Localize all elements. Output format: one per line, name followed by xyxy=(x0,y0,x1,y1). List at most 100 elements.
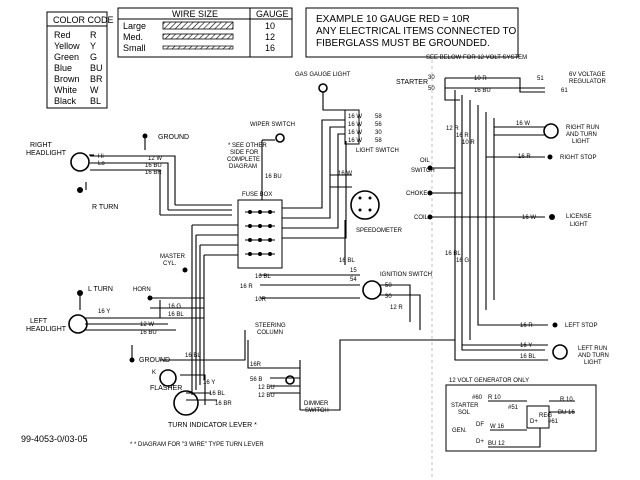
choke-symbol xyxy=(427,190,433,196)
oil-switch-symbol xyxy=(427,165,433,171)
wire-16r-ls: 16 R xyxy=(520,323,533,329)
gauge-large: 10 xyxy=(265,21,275,31)
master-cyl-label-2: CYL. xyxy=(163,261,177,267)
see-other-side-4: DIAGRAM xyxy=(229,164,257,170)
wire-16bl-lr: 16 BL xyxy=(520,354,536,360)
gas-gauge-light-label: GAS GAUGE LIGHT xyxy=(295,72,351,78)
wire-16g-horn: 16 G xyxy=(168,304,181,310)
part-number: 99-4053-0/03-05 xyxy=(21,434,88,444)
ls-terminal-3: 16 W xyxy=(348,130,362,136)
ls-terminal-2: 16 W xyxy=(348,122,362,128)
ground-top-label: GROUND xyxy=(158,134,189,141)
example-line-2: ANY ELECTRICAL ITEMS CONNECTED TO xyxy=(316,26,516,37)
wire-10r-vert: 10 R xyxy=(462,140,475,146)
right-run-turn-label-3: LIGHT xyxy=(572,139,590,145)
tv-r10-b: R 10 xyxy=(560,397,573,403)
ign-pin-15: 15 xyxy=(350,268,357,274)
wire-16r-vert: 16 R xyxy=(456,133,469,139)
wire-16y-lr: 16 Y xyxy=(520,343,532,349)
see-other-side-1: * SEE OTHER xyxy=(228,143,267,149)
tv-bu16: BU 16 xyxy=(558,410,575,416)
color-code-table: COLOR CODE Red R Yellow Y Green G Blue B… xyxy=(46,11,114,109)
right-headlight-label-2: HEADLIGHT xyxy=(26,150,67,157)
gas-gauge-light-symbol xyxy=(318,83,328,93)
steering-column-label-1: STEERING xyxy=(255,323,286,329)
choke-label: CHOKE xyxy=(406,191,427,197)
r-turn-label: R TURN xyxy=(92,204,118,211)
footer-note: * * DIAGRAM FOR "3 WIRE" TYPE TURN LEVER xyxy=(130,442,264,448)
color-name-white: White xyxy=(54,85,77,95)
dimmer-switch-symbol xyxy=(285,375,295,385)
left-run-turn-symbol xyxy=(552,344,568,360)
master-cyl-symbol xyxy=(182,267,188,273)
wire-10r-top: 10 R xyxy=(474,76,487,82)
tv-reg: REG xyxy=(539,413,552,419)
see-other-side-3: COMPLETE xyxy=(227,157,260,163)
tv-dplus: D+ xyxy=(476,439,484,445)
tv-w16: W 16 xyxy=(490,424,505,430)
oil-switch-label-1: OIL xyxy=(420,158,430,164)
wire-16y-flash: 16 Y xyxy=(203,380,215,386)
example-line-1: EXAMPLE 10 GAUGE RED = 10R xyxy=(316,14,470,25)
color-code-brown: BR xyxy=(90,74,103,84)
wire-harness xyxy=(79,77,548,411)
wire-16bl-vert: 16 BL xyxy=(445,251,461,257)
right-run-turn-label-1: RIGHT RUN xyxy=(566,125,599,131)
license-light-label-1: LICENSE xyxy=(566,214,592,220)
ground-bottom-symbol xyxy=(129,357,135,363)
see-below-label: SEE BELOW FOR 12 VOLT SYSTEM xyxy=(426,55,527,61)
wire-12r-vert: 12 R xyxy=(446,126,459,132)
coil-label: COIL xyxy=(414,215,429,221)
color-code-red: R xyxy=(90,30,97,40)
tv-61: #61 xyxy=(548,419,559,425)
reg-pin-61: 61 xyxy=(561,88,568,94)
see-other-side-2: SIDE FOR xyxy=(230,150,259,156)
wire-size-title: WIRE SIZE xyxy=(172,9,218,19)
twelve-volt-title: 12 VOLT GENERATOR ONLY xyxy=(449,378,529,384)
tv-51: #51 xyxy=(508,405,519,411)
gauge-title: GAUGE xyxy=(256,9,289,19)
horn-symbol xyxy=(147,295,153,301)
light-switch-label: LIGHT SWITCH xyxy=(356,148,399,154)
tv-starter: STARTER xyxy=(451,403,479,409)
flasher-label: FLASHER xyxy=(150,385,182,392)
speedometer-label: SPEEDOMETER xyxy=(356,228,403,234)
ignition-switch-label: IGNITION SWITCH xyxy=(380,272,432,278)
lo-label: Lo xyxy=(98,161,105,167)
ls-pin-4: 58 xyxy=(375,138,382,144)
wire-16g-vert: 16 G xyxy=(456,258,469,264)
tv-df: DF xyxy=(476,422,484,428)
wire-12w-left: 12 W xyxy=(140,322,154,328)
ign-pin-30: 30 xyxy=(385,294,392,300)
flasher-symbol xyxy=(159,369,177,387)
wire-16w-spd: 16 W xyxy=(338,171,352,177)
wire-16bl-horn: 16 BL xyxy=(168,312,184,318)
turn-indicator-lever-symbol xyxy=(173,390,199,416)
wire-16br: 16 BR xyxy=(145,170,162,176)
right-run-turn-symbol xyxy=(543,123,559,139)
med-wire-sample xyxy=(162,33,234,40)
right-stop-label: RIGHT STOP xyxy=(560,155,596,161)
left-run-turn-label-2: AND TURN xyxy=(578,353,609,359)
wire-16r-rs: 16 R xyxy=(518,154,531,160)
reg-pin-51: 51 xyxy=(537,76,544,82)
tv-r10-a: R 10 xyxy=(488,395,501,401)
color-name-brown: Brown xyxy=(54,74,80,84)
wire-16bu-top: 16 BU xyxy=(474,88,491,94)
master-cyl-label-1: MASTER xyxy=(160,254,186,260)
tv-bu12: BU 12 xyxy=(488,441,505,447)
right-stop-symbol xyxy=(547,154,553,160)
wire-12w: 12 W xyxy=(148,156,162,162)
left-run-turn-label-3: LIGHT xyxy=(584,360,602,366)
oil-switch-label-2: SWITCH xyxy=(411,168,435,174)
tv-sol: SOL xyxy=(458,410,471,416)
right-headlight-label-1: RIGHT xyxy=(30,142,53,149)
color-name-green: Green xyxy=(54,52,79,62)
small-wire-sample xyxy=(162,45,234,50)
ls-pin-3: 30 xyxy=(375,130,382,136)
color-name-red: Red xyxy=(54,30,71,40)
flasher-pin-k: K xyxy=(152,370,156,376)
starter-pin-50: 50 xyxy=(428,86,435,92)
dimmer-terminal-1: 56 B xyxy=(250,377,262,383)
